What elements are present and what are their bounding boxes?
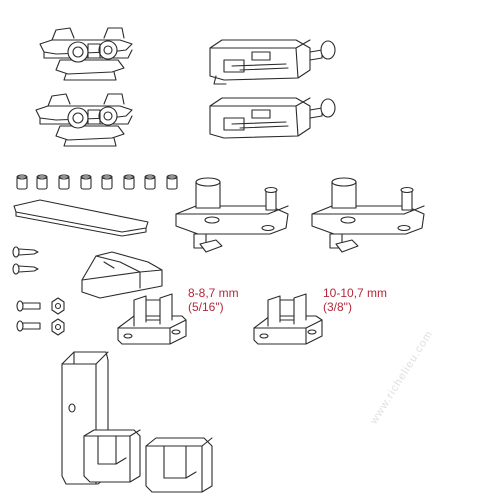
bolts-and-nuts bbox=[17, 298, 64, 335]
floor-guide-8mm bbox=[118, 294, 186, 344]
size-label-10mm: 10-10,7 mm (3/8") bbox=[323, 286, 387, 314]
bumper-stop-upper bbox=[210, 40, 335, 84]
door-bracket-right bbox=[312, 178, 424, 252]
size-label-8mm-imperial: (5/16") bbox=[188, 300, 224, 314]
guide-clip-left bbox=[84, 430, 140, 482]
guide-clip-right bbox=[146, 438, 212, 492]
roller-carriage-lower bbox=[36, 94, 132, 146]
bumper-stop-lower bbox=[210, 98, 335, 138]
size-label-8mm-metric: 8-8,7 mm bbox=[188, 286, 239, 300]
size-label-8mm: 8-8,7 mm (5/16") bbox=[188, 286, 239, 314]
roller-carriage-upper bbox=[40, 28, 132, 80]
size-label-10mm-imperial: (3/8") bbox=[323, 300, 352, 314]
door-bracket-left bbox=[176, 178, 288, 252]
floor-guide-block bbox=[82, 252, 162, 298]
spacer-nuts bbox=[17, 175, 177, 189]
wood-screws bbox=[13, 247, 38, 274]
size-label-10mm-metric: 10-10,7 mm bbox=[323, 286, 388, 300]
floor-guide-10mm bbox=[254, 294, 322, 344]
flat-bar bbox=[14, 200, 148, 236]
